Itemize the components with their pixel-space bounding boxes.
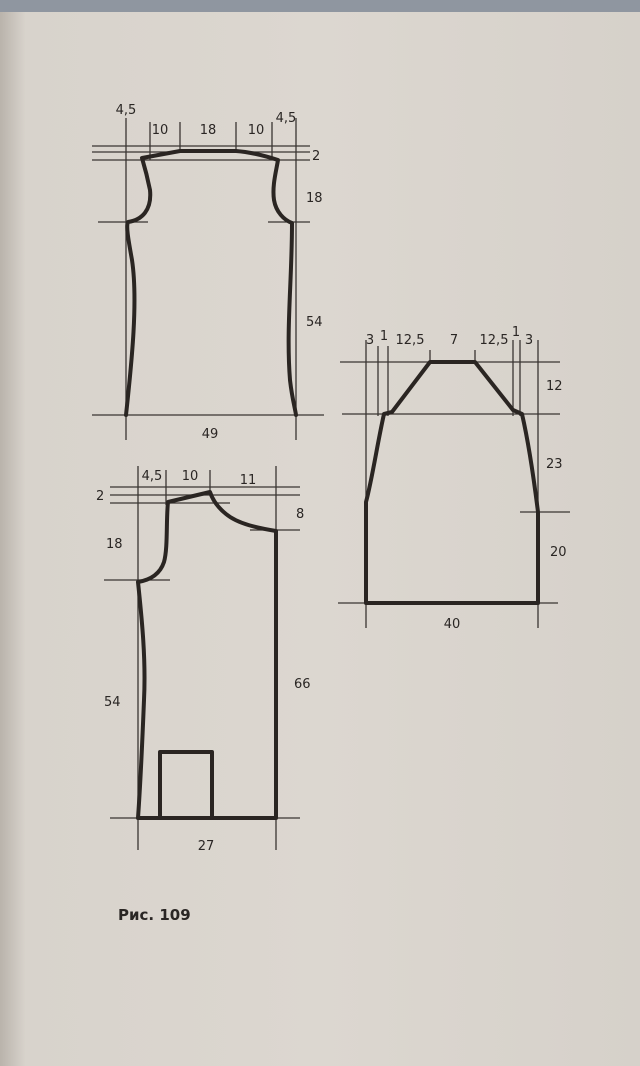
sleeve-upper-taper: 23 bbox=[546, 457, 563, 472]
front-width: 27 bbox=[198, 839, 215, 854]
sleeve-outline bbox=[364, 360, 540, 605]
back-width: 49 bbox=[202, 427, 219, 442]
back-armhole-depth: 18 bbox=[306, 191, 323, 206]
scan-edge bbox=[0, 0, 640, 12]
sleeve-dim-12-5-right: 12,5 bbox=[480, 333, 509, 348]
sleeve-dim-12-5-left: 12,5 bbox=[396, 333, 425, 348]
front-pocket bbox=[158, 750, 214, 820]
front-pattern: 4,5 10 11 2 8 18 54 66 27 bbox=[96, 466, 311, 854]
back-dim-4-5-left: 4,5 bbox=[116, 103, 137, 118]
back-side-length: 54 bbox=[306, 315, 323, 330]
front-side-length: 54 bbox=[104, 695, 121, 710]
back-dim-10-left: 10 bbox=[152, 123, 169, 138]
back-shoulder-drop: 2 bbox=[312, 149, 320, 164]
front-dim-10: 10 bbox=[182, 469, 199, 484]
sleeve-dim-3-right: 3 bbox=[525, 333, 533, 348]
sleeve-dim-1-right: 1 bbox=[512, 325, 520, 340]
back-dim-18: 18 bbox=[200, 123, 217, 138]
front-dim-11: 11 bbox=[240, 473, 257, 488]
figure-caption: Рис. 109 bbox=[118, 906, 191, 924]
back-pattern: 4,5 10 18 10 4,5 2 18 54 49 bbox=[92, 103, 324, 442]
front-armhole-depth: 18 bbox=[106, 537, 123, 552]
front-neck-depth: 8 bbox=[296, 507, 304, 522]
sleeve-pattern: 3 1 12,5 7 12,5 1 3 12 23 20 40 bbox=[338, 325, 570, 632]
front-outline bbox=[136, 490, 278, 820]
back-outline bbox=[124, 149, 298, 417]
front-total-length: 66 bbox=[294, 677, 311, 692]
sleeve-dim-3-left: 3 bbox=[366, 333, 374, 348]
front-shoulder-drop: 2 bbox=[96, 489, 104, 504]
front-dim-4-5: 4,5 bbox=[142, 469, 163, 484]
sleeve-dim-1-left: 1 bbox=[380, 329, 388, 344]
sleeve-width: 40 bbox=[444, 617, 461, 632]
back-dim-10-right: 10 bbox=[248, 123, 265, 138]
back-dim-4-5-right: 4,5 bbox=[276, 111, 297, 126]
sleeve-lower-straight: 20 bbox=[550, 545, 567, 560]
sleeve-cap-height: 12 bbox=[546, 379, 563, 394]
sleeve-dim-7: 7 bbox=[450, 333, 458, 348]
